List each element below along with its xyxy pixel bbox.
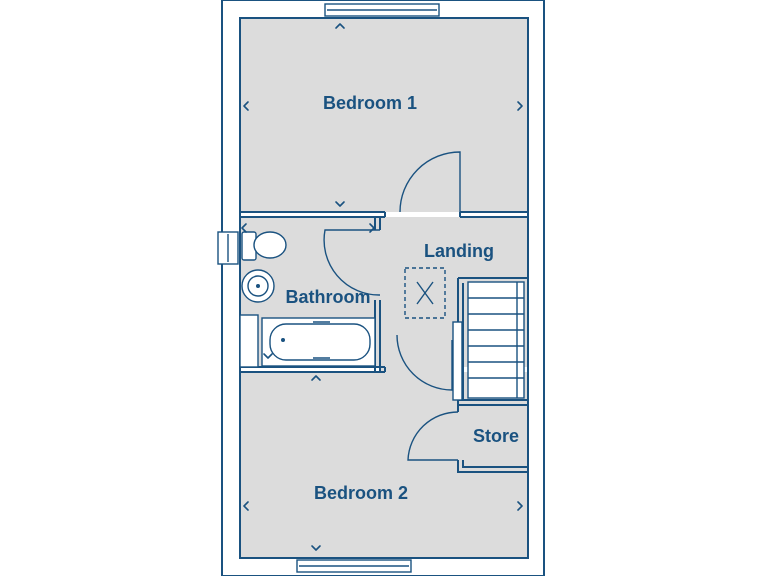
toilet-bowl [253, 231, 287, 259]
room-label-bedroom1: Bedroom 1 [323, 93, 417, 113]
wall-bath-landing [374, 217, 381, 372]
wall-bed1-landing [459, 211, 528, 218]
door-store [407, 411, 459, 461]
room-label-landing: Landing [424, 241, 494, 261]
doors [323, 151, 461, 461]
bathroom-fixtures [239, 231, 376, 368]
wall-bath-bed2 [240, 366, 386, 373]
bedroom2-floor [241, 372, 527, 557]
room-label-bathroom: Bathroom [286, 287, 371, 307]
windows [217, 3, 440, 573]
door-bedroom2 [396, 334, 453, 391]
wall-bed1-bath [240, 211, 386, 218]
room-label-bedroom2: Bedroom 2 [314, 483, 408, 503]
loft-hatch [404, 267, 446, 319]
door-bedroom1 [399, 151, 461, 213]
bedroom1-floor [241, 19, 527, 212]
room-label-store: Store [473, 426, 519, 446]
dimension-markers [241, 23, 523, 551]
staircase [452, 281, 525, 401]
interior-walls [240, 211, 528, 473]
door-bathroom [323, 229, 381, 296]
wall-store [457, 405, 528, 473]
